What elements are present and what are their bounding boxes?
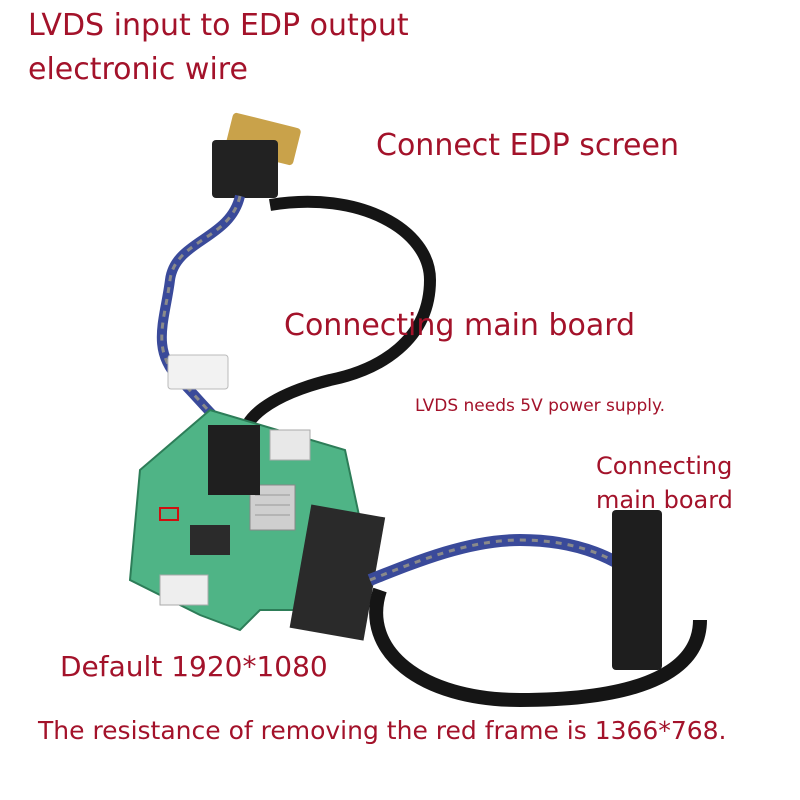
edp-connector xyxy=(212,112,301,198)
resistor-note: The resistance of removing the red frame… xyxy=(38,716,727,745)
edp-screen-label: Connect EDP screen xyxy=(376,128,679,163)
main-board-top-label: Connecting main board xyxy=(284,308,636,343)
title-line-2: electronic wire xyxy=(28,52,248,87)
main-board-connector xyxy=(612,510,662,670)
title-line-1: LVDS input to EDP output xyxy=(28,8,409,43)
main-board-right-label-1: Connecting xyxy=(596,452,733,480)
white-connector xyxy=(167,354,229,390)
default-resolution: Default 1920*1080 xyxy=(60,650,328,683)
black-cable-loop xyxy=(238,195,437,442)
edp-cable xyxy=(156,194,245,435)
pcb-board xyxy=(128,408,386,641)
power-note: LVDS needs 5V power supply. xyxy=(415,396,666,416)
main-board-right-label-2: main board xyxy=(596,486,733,514)
red-frame-resistor xyxy=(159,507,179,521)
